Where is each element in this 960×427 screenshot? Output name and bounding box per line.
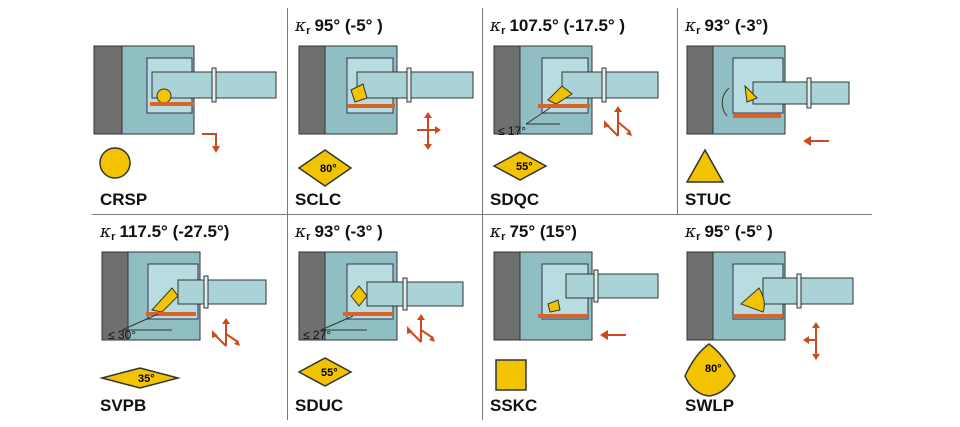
boring-bar-illustration: [101, 251, 267, 341]
svg-text:35°: 35°: [138, 373, 155, 385]
feed-arrow-icon: [604, 106, 632, 137]
boring-bar-illustration: [686, 45, 850, 135]
boring-bar-illustration: [686, 251, 854, 341]
svg-text:55°: 55°: [321, 367, 338, 379]
divider: [677, 8, 678, 214]
tool-code: SDUC: [295, 396, 344, 415]
svg-text:55°: 55°: [516, 161, 533, 173]
boring-bar-illustration: [493, 251, 659, 341]
boring-bar-illustration: [93, 45, 277, 135]
rhombic-insert-icon: 55°: [492, 151, 548, 181]
tool-cell-crsp: CRSP: [92, 8, 287, 214]
feed-arrow-icon: [407, 314, 435, 343]
clearance-angle: ≤ 17°: [498, 124, 527, 138]
svg-text:80°: 80°: [320, 163, 337, 175]
feed-arrow-icon: [803, 136, 829, 146]
tool-code: SDQC: [490, 190, 540, 209]
boring-bar-illustration: [493, 45, 659, 135]
tool-code: SCLC: [295, 190, 342, 209]
square-insert-icon: [495, 359, 527, 391]
clearance-angle: ≤ 30°: [108, 328, 137, 342]
rhombic-insert-icon: 55°: [297, 357, 353, 387]
round-insert-icon: [99, 147, 131, 179]
svg-text:80°: 80°: [705, 363, 722, 375]
rhombic-insert-icon: 80°: [297, 149, 353, 187]
feed-arrow-icon: [803, 322, 820, 360]
tool-code: SSKC: [490, 396, 538, 415]
feed-arrow-icon: [417, 112, 441, 150]
feed-arrow-icon: [212, 318, 240, 347]
feed-arrow-icon: [600, 330, 626, 340]
rhombic-insert-icon: 35°: [99, 367, 181, 389]
boring-bar-illustration: [298, 45, 474, 135]
triangular-insert-icon: [685, 148, 725, 183]
boring-bar-illustration: [298, 251, 464, 341]
clearance-angle: ≤ 27°: [303, 328, 332, 342]
trigon-insert-icon: 80°: [684, 343, 736, 397]
divider: [92, 214, 872, 215]
tool-code: CRSP: [100, 190, 148, 209]
feed-arrow-icon: [202, 133, 220, 153]
tool-code: SVPB: [100, 396, 147, 415]
tool-code: SWLP: [685, 396, 735, 415]
tool-code: STUC: [685, 190, 732, 209]
